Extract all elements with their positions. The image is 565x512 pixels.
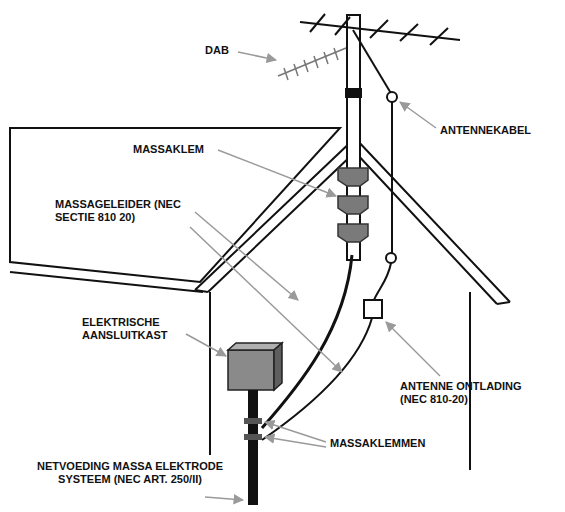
eave <box>10 272 203 292</box>
callout-label: DAB <box>205 44 245 57</box>
mast-collar <box>345 88 362 98</box>
gable-wall <box>210 155 470 470</box>
callout-label: ELEKTRISCHE AANSLUITKAST <box>82 316 184 342</box>
ground-clamp <box>244 434 262 440</box>
gable-edge <box>208 152 497 304</box>
service-box <box>228 350 274 390</box>
callout-label: ANTENNE ONTLADING (NEC 810-20) <box>400 380 545 406</box>
callout-label: ANTENNEKABEL <box>440 124 555 137</box>
callout-label: MASSAGELEIDER (NEC SECTIE 810 20) <box>55 198 193 224</box>
ground-rod <box>248 390 258 505</box>
wall-corner <box>209 292 211 455</box>
ground-clamp <box>244 418 262 424</box>
callout-label: NETVOEDING MASSA ELEKTRODE SYSTEEM (NEC … <box>20 460 240 486</box>
mast-clamp <box>338 168 368 242</box>
tv-antenna <box>300 14 460 95</box>
discharge-unit <box>364 300 382 318</box>
callout-label: MASSAKLEM <box>133 143 218 156</box>
dab-antenna <box>278 48 346 80</box>
leader-arrow <box>186 52 440 500</box>
antenna-cable <box>262 92 397 440</box>
callout-label: MASSAKLEMMEN <box>330 437 450 450</box>
